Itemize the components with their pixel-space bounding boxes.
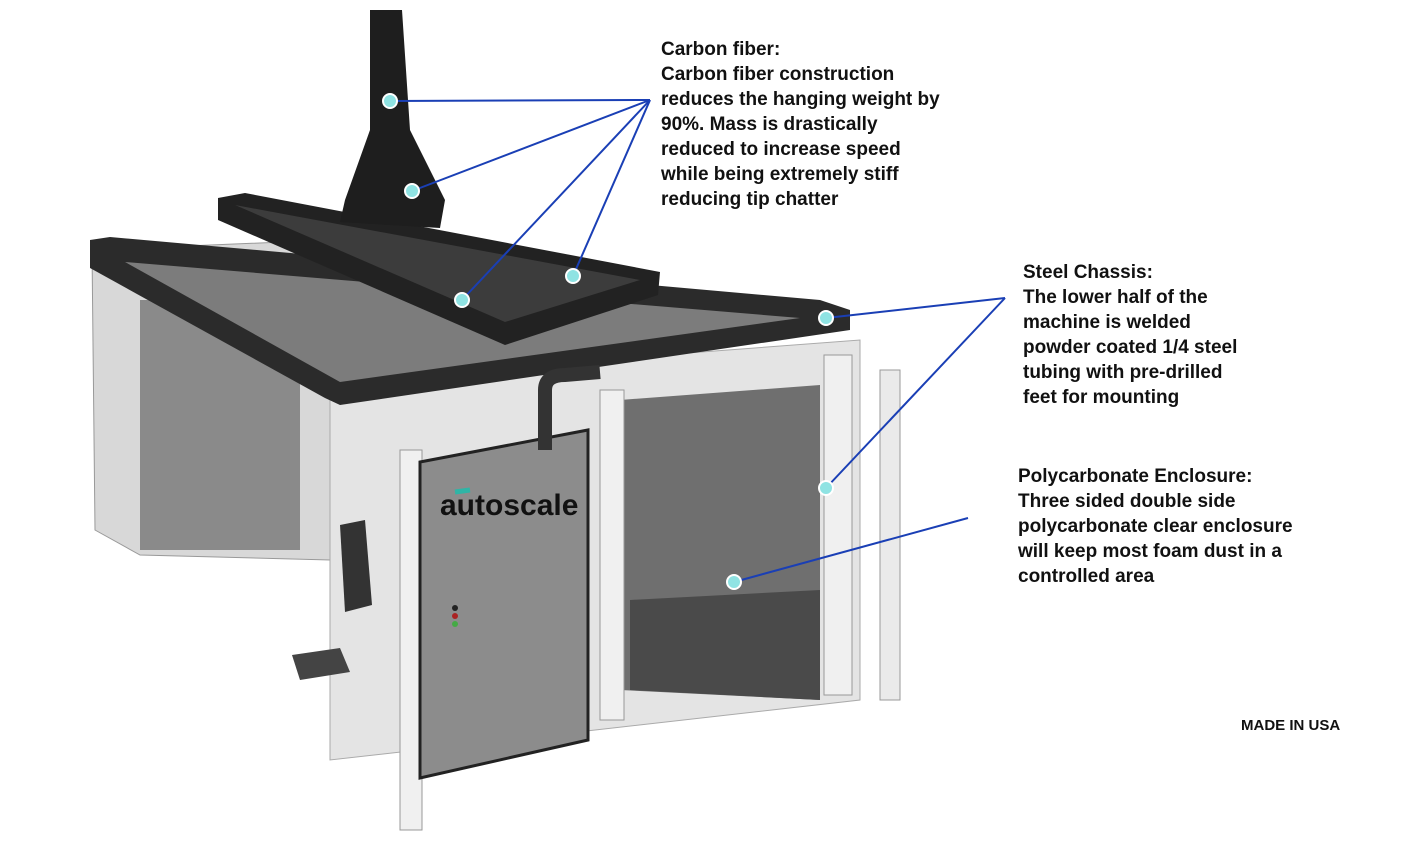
enclosure-floor (630, 590, 820, 700)
callout-title: Polycarbonate Enclosure: (1018, 466, 1253, 487)
marker-dot (404, 183, 420, 199)
callout-carbon-fiber: Carbon fiber: Carbon fiber construction … (661, 39, 940, 210)
made-in-usa-label: MADE IN USA (1241, 717, 1341, 734)
callout-steel-chassis: Steel Chassis: The lower half of the mac… (1023, 262, 1238, 408)
marker-dot (818, 480, 834, 496)
marker-dot (565, 268, 581, 284)
marker-dot (454, 292, 470, 308)
callout-title: Carbon fiber: (661, 39, 781, 60)
control-screen (340, 520, 372, 612)
keyboard-tray (292, 648, 350, 680)
marker-dot (382, 93, 398, 109)
autoscale-logo: autoscale (440, 489, 578, 522)
callout-title: Steel Chassis: (1023, 262, 1153, 283)
dust-duct (538, 365, 601, 450)
control-cabinet (418, 428, 590, 780)
marker-dot (726, 574, 742, 590)
callout-polycarbonate: Polycarbonate Enclosure: Three sided dou… (1018, 466, 1293, 587)
leader-lines (389, 99, 1006, 583)
marker-dot (818, 310, 834, 326)
z-axis-column (340, 10, 445, 228)
